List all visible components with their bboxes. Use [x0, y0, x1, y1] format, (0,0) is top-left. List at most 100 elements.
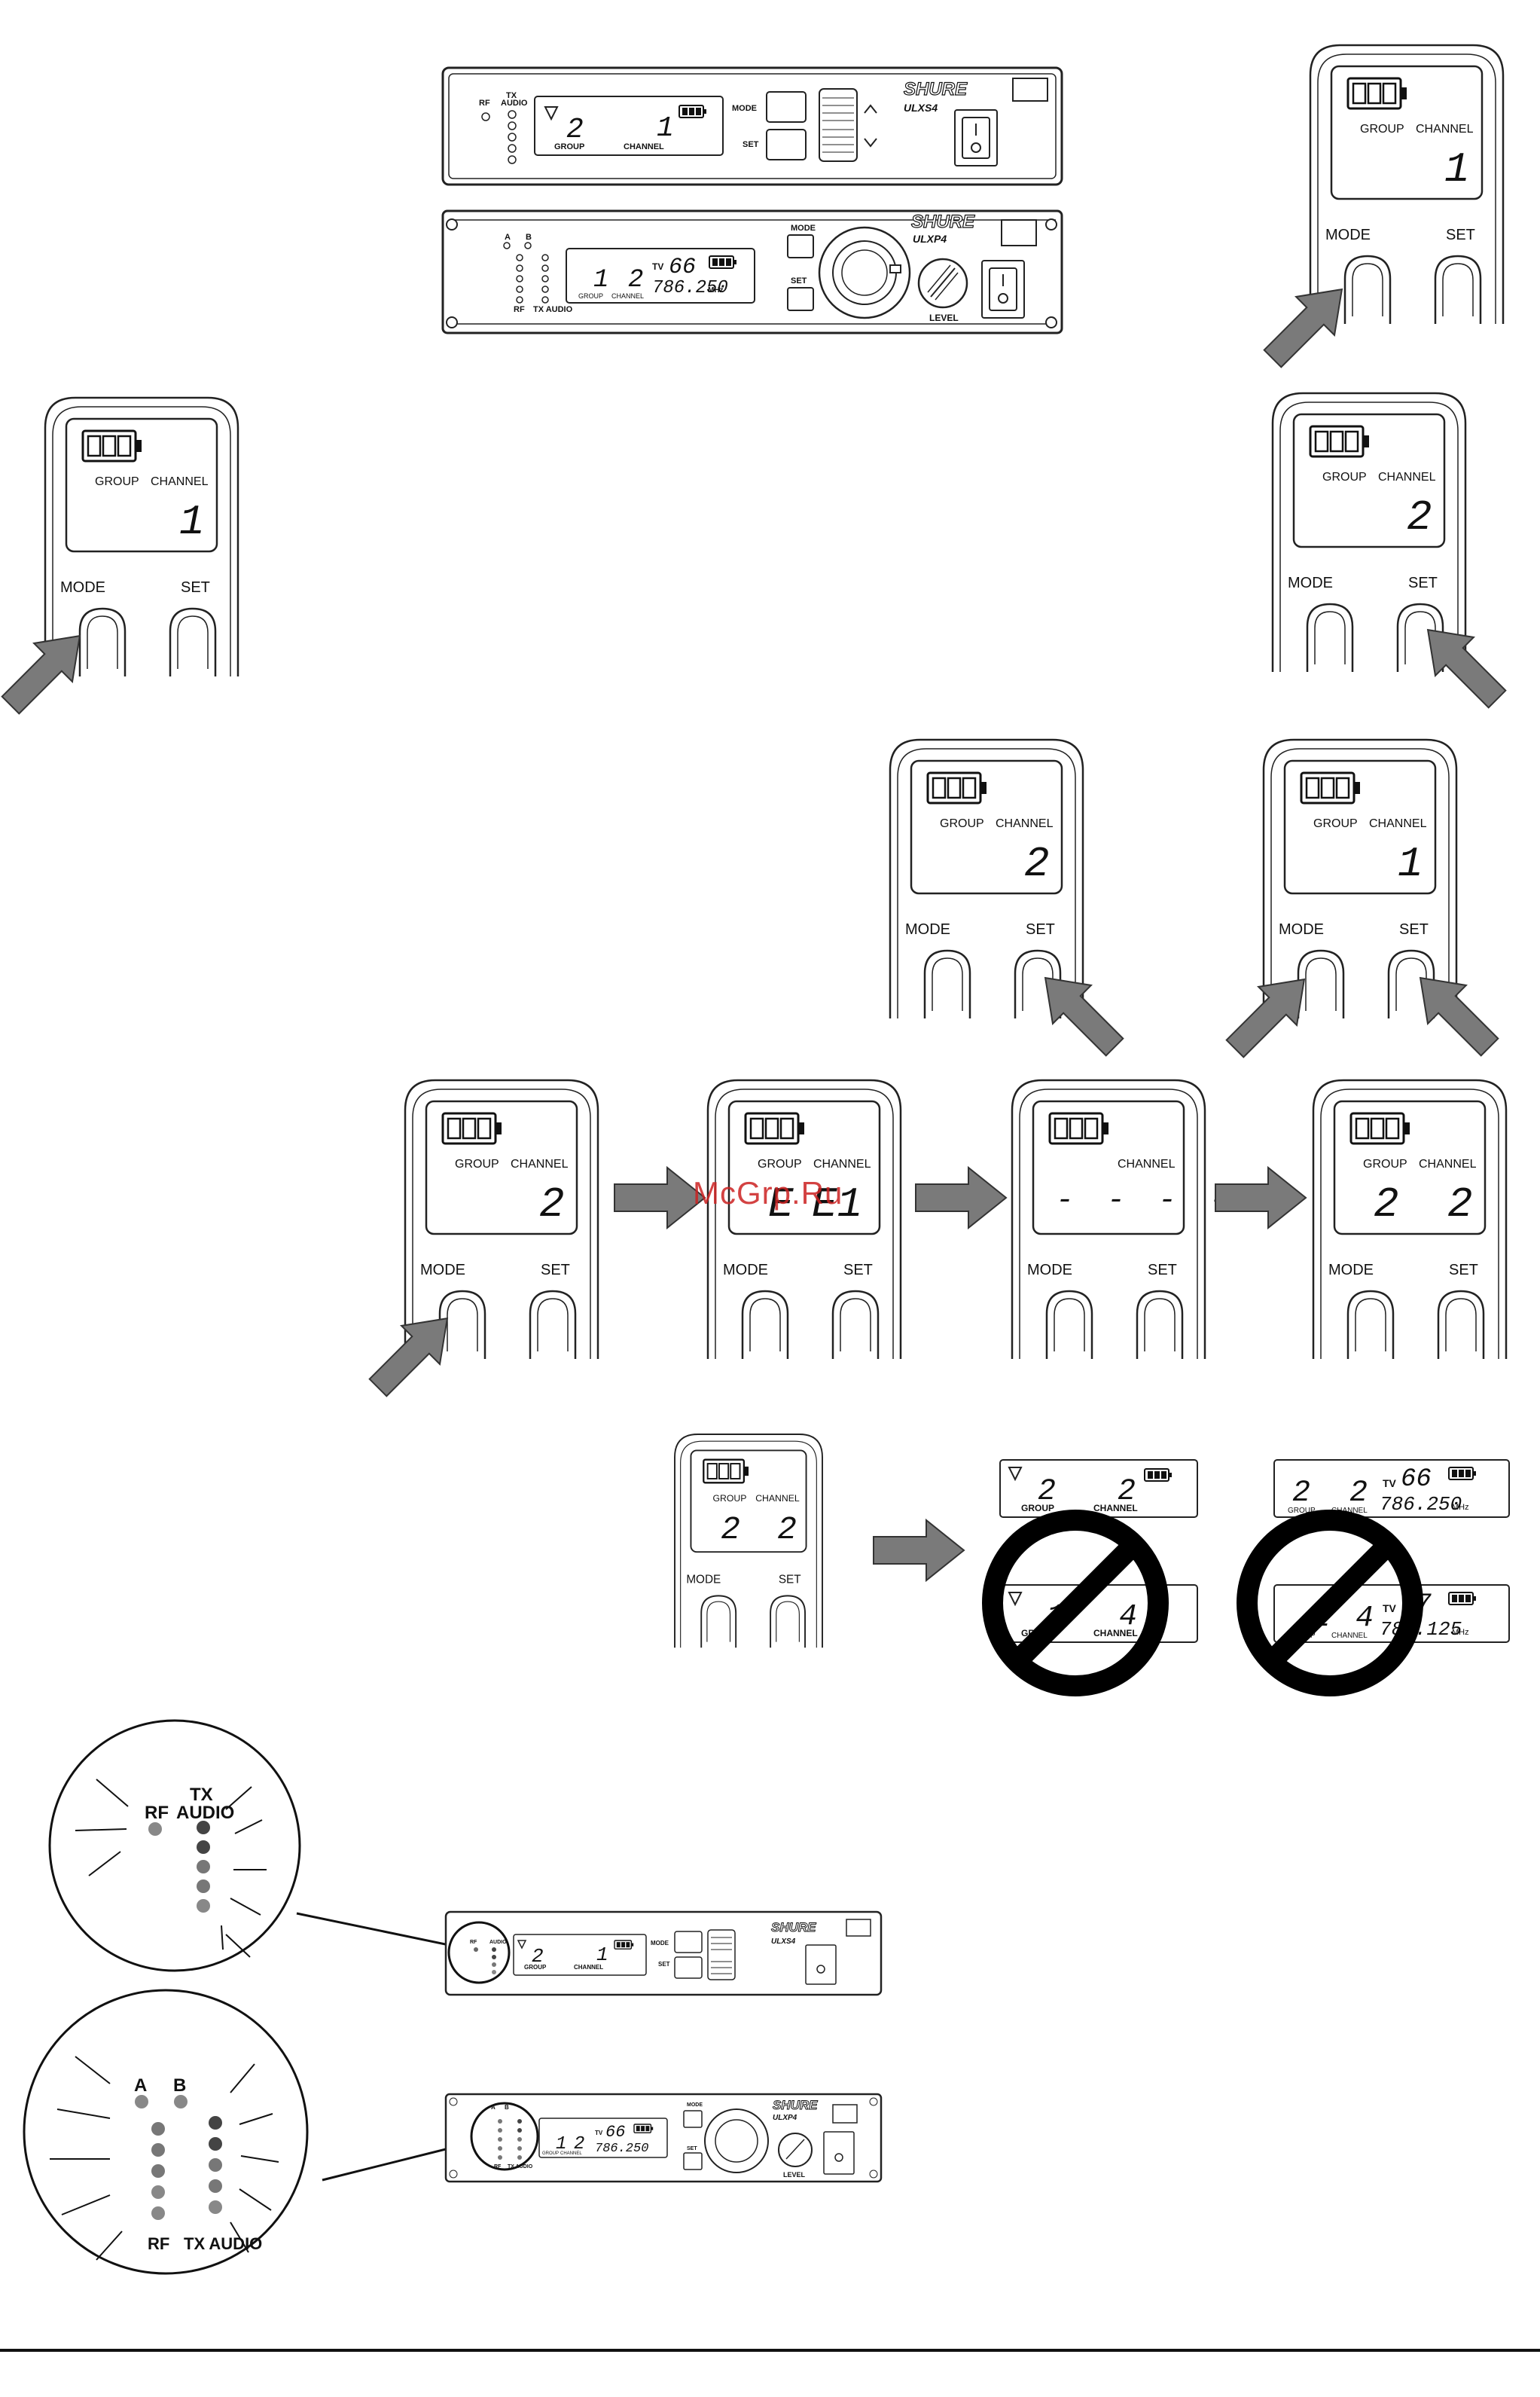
not-allowed-ulxs4-pair: 2 2 GROUP CHANNEL 1 4 GROUP CHANNEL	[982, 1459, 1198, 1696]
channel-label: CHANNEL	[1118, 1158, 1176, 1171]
mode-button[interactable]	[78, 607, 127, 676]
ulxs4-group-label: GROUP	[524, 1964, 547, 1971]
ulxs4-shure-logo: SHURE	[904, 79, 968, 99]
ulxs4-mode-button[interactable]	[766, 91, 807, 123]
ulxs4-model-label: ULXS4	[904, 102, 938, 114]
set-label: SET	[779, 1574, 801, 1586]
antenna-icon	[517, 1940, 527, 1950]
set-label: SET	[1408, 575, 1438, 591]
ulxp4-level-knob[interactable]	[917, 258, 968, 309]
channel-label: CHANNEL	[1331, 1632, 1368, 1640]
glow-rays	[50, 2056, 279, 2261]
ulxp4-set-button[interactable]	[787, 287, 814, 311]
ulxp4-group-value: 1	[593, 266, 608, 295]
battery-icon	[1448, 1467, 1477, 1480]
ulxp4-channel-value: 2	[574, 2134, 584, 2154]
ulxs4-set-button[interactable]	[766, 129, 807, 160]
battery-icon	[614, 1940, 634, 1950]
ulxp4-led-columns	[503, 242, 549, 304]
ulxp4-tv-label: TV	[652, 261, 663, 272]
tv-label: TV	[1383, 1602, 1397, 1614]
ulxp4-mode-button[interactable]	[683, 2110, 703, 2128]
rack-screw-icon	[1045, 316, 1057, 328]
ulxp4-group-label: GROUP	[578, 292, 603, 300]
set-button[interactable]	[1387, 949, 1435, 1018]
set-label: SET	[541, 1262, 570, 1278]
mode-label: MODE	[1279, 921, 1324, 938]
ulxp4-model-label: ULXP4	[773, 2114, 797, 2122]
ulxp4-power-switch[interactable]	[981, 260, 1025, 319]
ulxs4-power-switch[interactable]	[805, 1944, 837, 1985]
mode-button[interactable]	[923, 949, 971, 1018]
set-button[interactable]	[529, 1290, 577, 1359]
ulxs4-power-switch[interactable]	[954, 109, 998, 166]
ulxp4-receiver-small: A B RF TX AUDIO 1 2 TV 66 786.250 GROUP …	[444, 2093, 883, 2183]
ulxp4-frequency: 786.250	[652, 278, 728, 298]
channel-value: 2	[1407, 493, 1432, 542]
set-label: SET	[1449, 1262, 1478, 1278]
set-button[interactable]	[169, 607, 217, 676]
ulxp4-rf-label: RF	[514, 305, 525, 314]
group-value: 2	[1292, 1476, 1310, 1510]
battery-icon	[1309, 425, 1371, 458]
group-label: GROUP	[1363, 1158, 1407, 1171]
channel-value: 2	[1349, 1476, 1368, 1510]
rf-led	[151, 2122, 165, 2136]
ulxp4-ir-window	[832, 2104, 858, 2124]
dashes-value: - - - -	[1056, 1184, 1235, 1218]
battery-icon	[1448, 1592, 1477, 1605]
set-button[interactable]	[770, 1595, 806, 1648]
channel-value: 4	[1119, 1600, 1137, 1634]
ulxs4-set-label: SET	[658, 1961, 670, 1968]
ulxp4-control-wheel[interactable]	[704, 2108, 769, 2173]
ulxp4-control-wheel[interactable]	[818, 226, 911, 319]
channel-value: 2	[1447, 1180, 1473, 1229]
channel-label: CHANNEL	[1419, 1158, 1477, 1171]
mode-button[interactable]	[1045, 1290, 1093, 1359]
mode-button[interactable]	[1306, 603, 1354, 672]
audio-led	[209, 2116, 222, 2130]
set-button[interactable]	[831, 1290, 880, 1359]
set-button[interactable]	[1434, 255, 1482, 324]
audio-led	[209, 2179, 222, 2193]
ulxs4-mode-button[interactable]	[674, 1931, 703, 1953]
flow-right-arrow	[873, 1519, 965, 1581]
ulxs4-group-value: 2	[532, 1945, 544, 1968]
channel-label: CHANNEL	[1331, 1507, 1368, 1515]
set-button[interactable]	[1437, 1290, 1485, 1359]
mode-button[interactable]	[1343, 255, 1392, 324]
rf-led	[151, 2185, 165, 2199]
mode-button[interactable]	[438, 1290, 486, 1359]
ulxs4-led-column	[481, 110, 517, 164]
mode-button[interactable]	[1297, 949, 1345, 1018]
set-button[interactable]	[1136, 1290, 1184, 1359]
ulxp4-mode-button[interactable]	[787, 234, 814, 258]
ulxp4-power-switch[interactable]	[823, 2131, 855, 2175]
mode-button[interactable]	[700, 1595, 737, 1648]
ulxp4-channel-label: CHANNEL	[611, 292, 644, 300]
ulxs4-model-label: ULXS4	[771, 1937, 796, 1946]
battery-icon	[1349, 1112, 1411, 1145]
b-led	[174, 2095, 188, 2108]
mhz-label: MHz	[1452, 1628, 1469, 1637]
ulxs4-ir-window	[1012, 78, 1048, 102]
audio-led	[209, 2137, 222, 2151]
up-chevron-icon	[864, 104, 877, 114]
down-chevron-icon	[864, 138, 877, 148]
ulxs4-channel-value: 1	[596, 1944, 608, 1966]
ulxs4-channel-label: CHANNEL	[574, 1964, 603, 1971]
mode-button[interactable]	[741, 1290, 789, 1359]
ulxs4-up-down-rocker[interactable]	[819, 88, 858, 162]
channel-value: 2	[539, 1180, 565, 1229]
ulxp4-set-button[interactable]	[683, 2152, 703, 2170]
ulxs4-set-button[interactable]	[674, 1956, 703, 1979]
group-label: GROUP	[1360, 123, 1404, 136]
rf-led	[151, 2164, 165, 2178]
ulxp4-level-label: LEVEL	[783, 2171, 806, 2179]
mode-button[interactable]	[1346, 1290, 1395, 1359]
